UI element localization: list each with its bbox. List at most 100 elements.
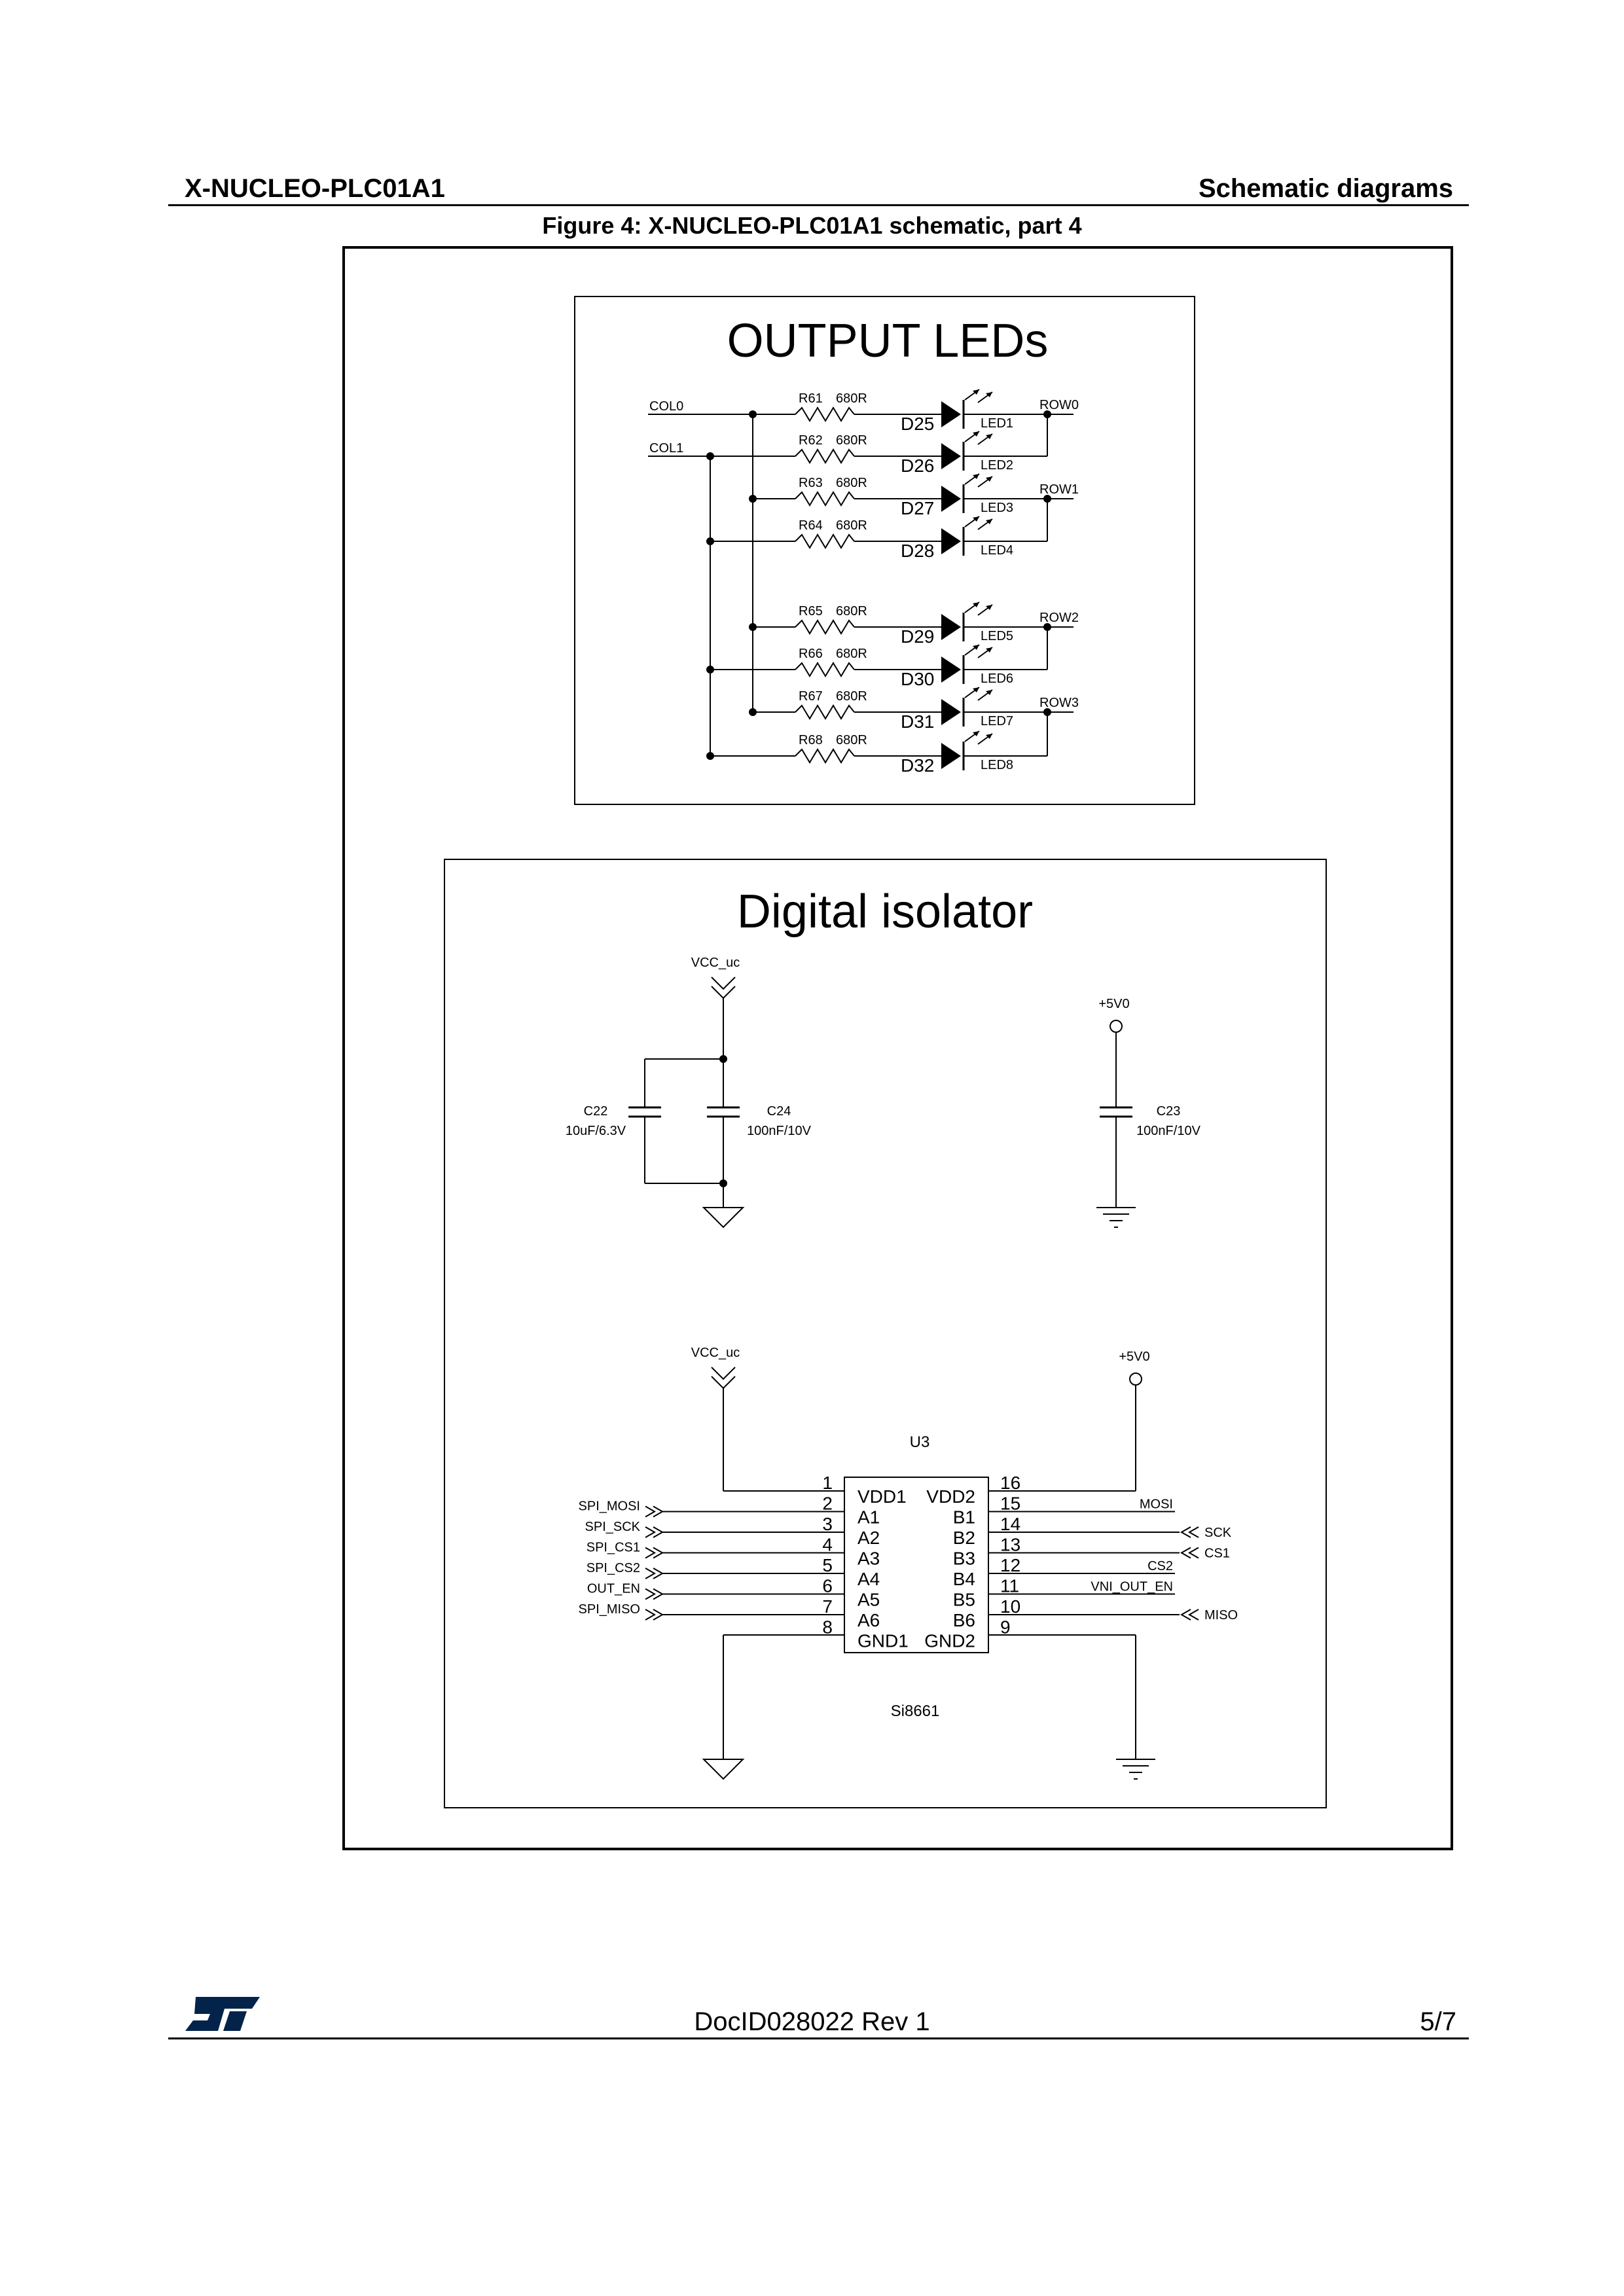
5v0-terminal-u3 xyxy=(1129,1372,1142,1386)
net-port-icon xyxy=(645,1547,663,1559)
document-product-name: X-NUCLEO-PLC01A1 xyxy=(185,174,445,203)
5v0-label-u3: +5V0 xyxy=(1119,1350,1149,1364)
pin-name: GND2 xyxy=(924,1631,975,1651)
resistor-ref: R62 xyxy=(799,433,823,448)
net-port-icon xyxy=(1181,1526,1199,1538)
pin-number: 10 xyxy=(1000,1596,1020,1617)
u3-body xyxy=(844,1477,989,1653)
c24-ref: C24 xyxy=(767,1104,791,1119)
diode-ref: D32 xyxy=(901,755,934,776)
pin-name: A6 xyxy=(857,1610,880,1630)
pin-number: 11 xyxy=(1000,1576,1019,1596)
vcc-uc-label-u3: VCC_uc xyxy=(691,1346,740,1360)
resistor-symbol xyxy=(795,705,855,719)
vcc-uc-symbol-top xyxy=(711,977,736,999)
net-label: MISO xyxy=(1204,1608,1238,1623)
resistor-ref: R65 xyxy=(799,604,823,619)
figure-frame xyxy=(342,246,1453,1850)
led-label: LED2 xyxy=(981,458,1013,473)
pin-name: A4 xyxy=(857,1569,880,1589)
net-port-icon xyxy=(645,1568,663,1579)
net-label: SPI_MOSI xyxy=(579,1499,640,1514)
led-label: LED5 xyxy=(981,629,1013,643)
net-label: CS1 xyxy=(1204,1547,1230,1561)
pin-name: B6 xyxy=(953,1610,975,1630)
u3-ref: U3 xyxy=(910,1433,930,1451)
net-label: CS2 xyxy=(1147,1559,1173,1573)
led-label: LED1 xyxy=(981,416,1013,431)
pin-name: B2 xyxy=(953,1528,975,1548)
net-port-icon xyxy=(1181,1547,1199,1559)
resistor-ref: R66 xyxy=(799,647,823,661)
diode-ref: D25 xyxy=(901,414,934,434)
resistor-value: 680R xyxy=(836,518,867,533)
pin-number: 7 xyxy=(822,1596,833,1617)
pin-name: A2 xyxy=(857,1528,880,1548)
row-label: ROW2 xyxy=(1039,611,1079,625)
led-label: LED3 xyxy=(981,501,1013,515)
col1-label: COL1 xyxy=(649,441,683,456)
pin-name: GND1 xyxy=(857,1631,909,1651)
diode-ref: D30 xyxy=(901,669,934,689)
net-label: SPI_CS2 xyxy=(586,1561,640,1575)
net-port-icon xyxy=(645,1609,663,1621)
row-label: ROW0 xyxy=(1039,398,1079,412)
pin-name: A5 xyxy=(857,1590,880,1610)
led-label: LED8 xyxy=(981,758,1013,772)
5v0-terminal-top xyxy=(1110,1020,1123,1033)
row-net-0: ROW0 xyxy=(1039,398,1079,456)
net-label: SCK xyxy=(1204,1526,1232,1540)
u3-part: Si8661 xyxy=(891,1702,940,1720)
header-rule xyxy=(168,204,1469,206)
resistor-ref: R64 xyxy=(799,518,823,533)
pin-number: 9 xyxy=(1000,1617,1011,1638)
pin-number: 4 xyxy=(822,1535,833,1555)
net-port-icon xyxy=(645,1526,663,1538)
row-label: ROW3 xyxy=(1039,696,1079,710)
net-label: SPI_CS1 xyxy=(586,1541,640,1555)
col0-label: COL0 xyxy=(649,399,683,414)
footer-rule xyxy=(168,2037,1469,2039)
row-net-1: ROW1 xyxy=(1039,482,1079,541)
resistor-symbol xyxy=(795,449,855,463)
net-label: SPI_SCK xyxy=(585,1520,641,1534)
digital-isolator-title: Digital isolator xyxy=(737,886,1033,938)
resistor-symbol xyxy=(795,492,855,506)
led-label: LED6 xyxy=(981,672,1013,686)
pin-number: 5 xyxy=(822,1555,833,1575)
diode-ref: D28 xyxy=(901,541,934,561)
net-port-icon xyxy=(645,1505,663,1518)
pin-number: 15 xyxy=(1000,1494,1020,1514)
net-label: VNI_OUT_EN xyxy=(1091,1580,1173,1594)
resistor-ref: R63 xyxy=(799,476,823,490)
pin-name: VDD2 xyxy=(926,1486,975,1507)
resistor-ref: R67 xyxy=(799,689,823,704)
resistor-value: 680R xyxy=(836,733,867,747)
document-section-title: Schematic diagrams xyxy=(1198,174,1453,203)
footer-doc-id: DocID028022 Rev 1 xyxy=(694,2007,930,2036)
resistor-symbol xyxy=(795,620,855,634)
footer-page-number: 5/7 xyxy=(1420,2007,1456,2036)
pin-number: 14 xyxy=(1000,1514,1020,1534)
row-net-3: ROW3 xyxy=(1039,696,1079,756)
row-label: ROW1 xyxy=(1039,482,1079,497)
resistor-value: 680R xyxy=(836,391,867,406)
resistor-symbol xyxy=(795,662,855,677)
pin-number: 16 xyxy=(1000,1473,1020,1493)
ground-symbol-c23 xyxy=(1096,1207,1136,1228)
led-label: LED7 xyxy=(981,714,1013,728)
resistor-symbol xyxy=(795,407,855,422)
resistor-value: 680R xyxy=(836,689,867,704)
